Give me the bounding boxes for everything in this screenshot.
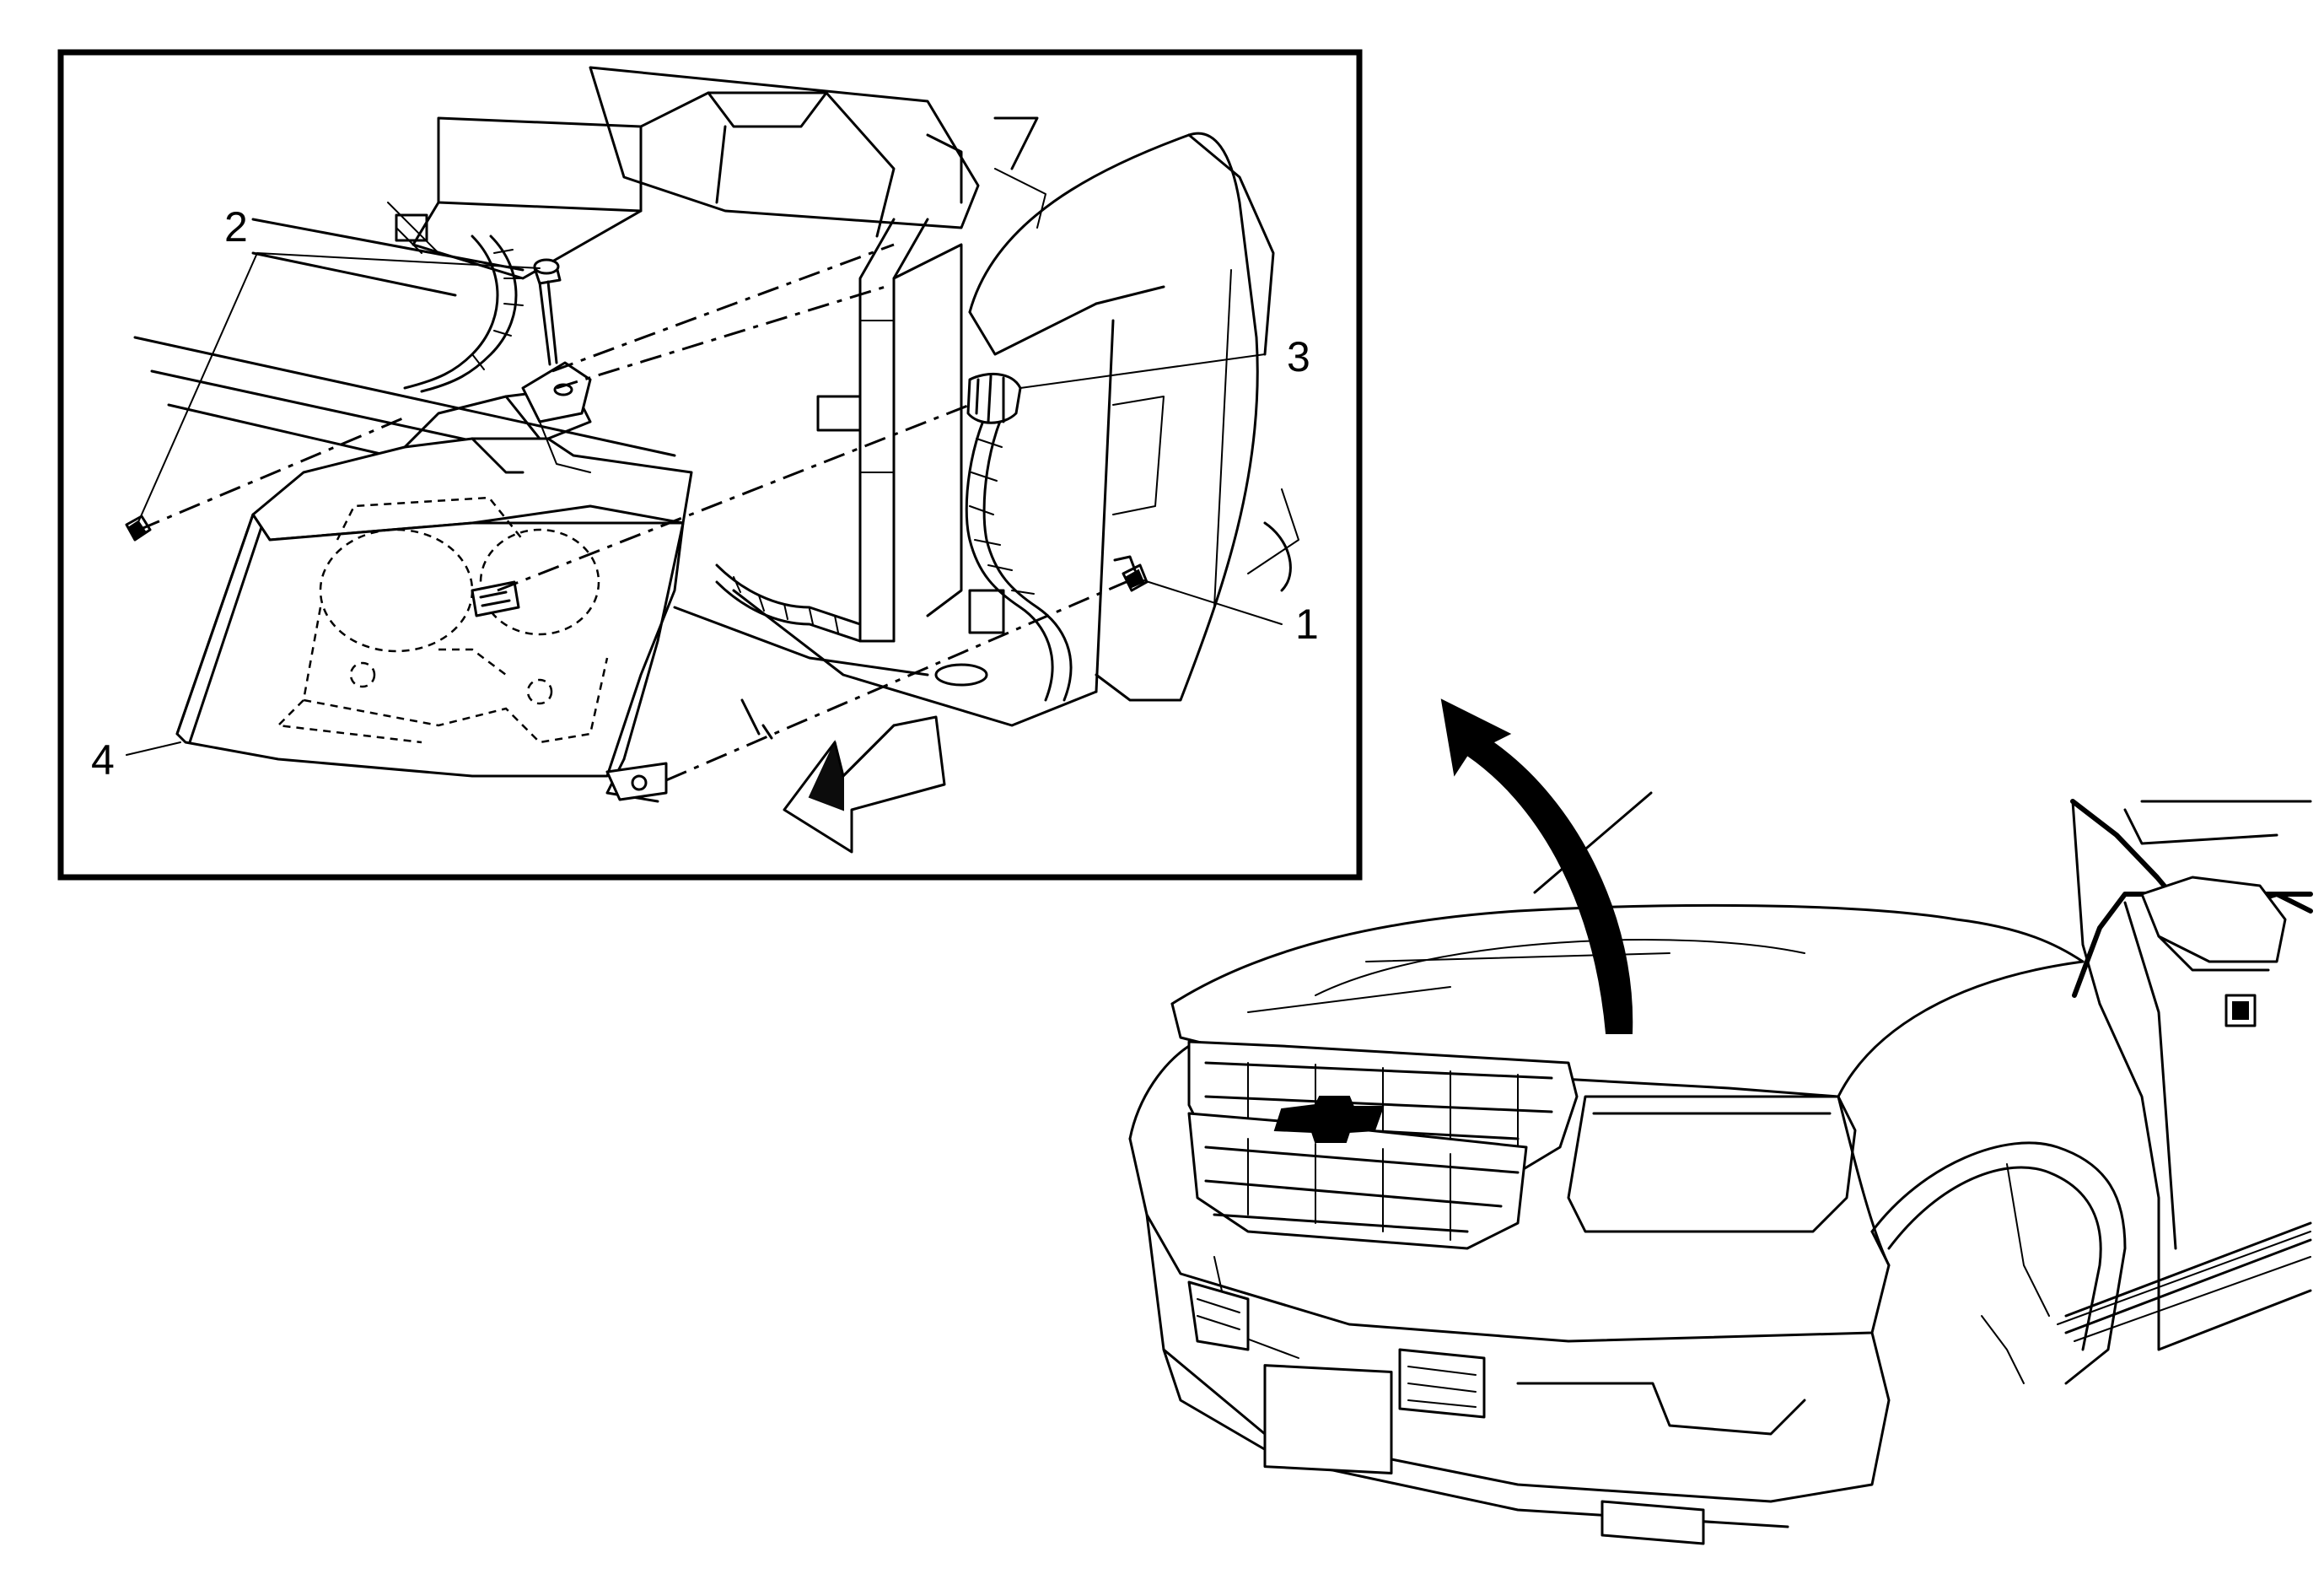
detail-pointer-arrow	[1440, 698, 1653, 1034]
detail-inset: 1 2 3 4	[57, 49, 1363, 881]
callout-leaders	[126, 252, 1283, 756]
wiring-harness	[403, 234, 1073, 702]
headlamp-connector	[966, 372, 1022, 424]
vehicle-front	[1128, 799, 2313, 1545]
callout-4: 4	[91, 736, 115, 784]
alignment-lines	[138, 243, 1131, 782]
callout-2: 2	[224, 203, 248, 251]
bolt-upper	[533, 258, 562, 366]
bolt-left	[125, 515, 152, 542]
headlamp-assembly	[175, 361, 693, 803]
fender	[968, 132, 1299, 702]
radiator-support	[133, 66, 1098, 740]
removal-direction-arrow	[783, 715, 946, 854]
callout-1: 1	[1295, 601, 1319, 648]
callout-3: 3	[1287, 333, 1310, 380]
